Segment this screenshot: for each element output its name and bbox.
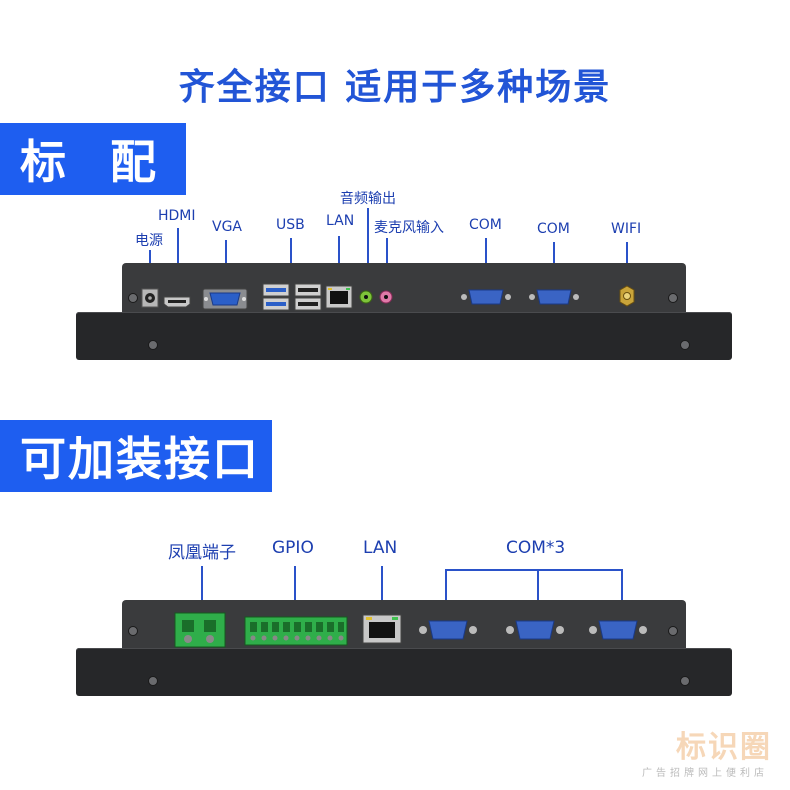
- screw-icon: [128, 293, 138, 303]
- leader-com-x3-a: [445, 569, 447, 619]
- label-power: 电源: [135, 233, 163, 249]
- label-com-x3: COM*3: [506, 538, 566, 558]
- headline: 齐全接口 适用于多种场景: [178, 67, 612, 108]
- hdmi-port-icon: [163, 296, 191, 308]
- usb-ports-icon: [262, 283, 322, 311]
- leader-phoenix: [201, 566, 203, 618]
- label-gpio: GPIO: [272, 538, 314, 558]
- com-port-icon: [506, 620, 564, 640]
- watermark-tagline: 广告招牌网上便利店: [642, 768, 768, 779]
- com-port-icon: [419, 620, 477, 640]
- label-phoenix: 凤凰端子: [168, 543, 236, 563]
- device-frame-optional: [76, 648, 732, 696]
- gpio-terminal-icon: [244, 616, 348, 646]
- label-com-2: COM: [537, 221, 570, 237]
- label-lan-opt: LAN: [363, 538, 398, 558]
- wifi-antenna-icon: [619, 285, 635, 307]
- com-port-icon: [589, 620, 647, 640]
- label-wifi: WIFI: [611, 221, 642, 237]
- screw-icon: [668, 626, 678, 636]
- leader-com-x3-b: [537, 569, 539, 619]
- leader-com-x3-c: [621, 569, 623, 619]
- label-mic-in: 麦克风输入: [374, 220, 444, 236]
- label-vga: VGA: [212, 219, 243, 235]
- screw-icon: [668, 293, 678, 303]
- lan-port-icon: [325, 285, 353, 309]
- leader-audio-out: [367, 208, 369, 292]
- screw-icon: [680, 340, 690, 350]
- screw-icon: [680, 676, 690, 686]
- device-frame-standard: [76, 312, 732, 360]
- screw-icon: [148, 676, 158, 686]
- leader-usb: [290, 238, 292, 286]
- screw-icon: [128, 626, 138, 636]
- lan-port-icon: [362, 614, 402, 644]
- phoenix-terminal-icon: [174, 612, 226, 648]
- banner-optional: 可加装接口: [0, 420, 272, 492]
- label-hdmi: HDMI: [158, 208, 196, 224]
- mic-in-jack-icon: [379, 290, 393, 304]
- leader-hdmi: [177, 228, 179, 296]
- leader-com-x3-bar: [445, 569, 623, 571]
- banner-standard: 标 配: [0, 123, 186, 195]
- com-port-icon: [529, 289, 579, 305]
- audio-out-jack-icon: [359, 290, 373, 304]
- label-usb: USB: [276, 217, 305, 233]
- com-port-icon: [461, 289, 511, 305]
- watermark-brand: 标识圈: [676, 730, 772, 765]
- leader-lan-std: [338, 236, 340, 286]
- label-audio-out: 音频输出: [340, 191, 396, 207]
- vga-port-icon: [202, 288, 248, 310]
- power-jack-icon: [141, 288, 159, 308]
- screw-icon: [148, 340, 158, 350]
- label-lan-std: LAN: [326, 213, 355, 229]
- leader-lan-opt: [381, 566, 383, 616]
- label-com-1: COM: [469, 217, 502, 233]
- leader-gpio: [294, 566, 296, 616]
